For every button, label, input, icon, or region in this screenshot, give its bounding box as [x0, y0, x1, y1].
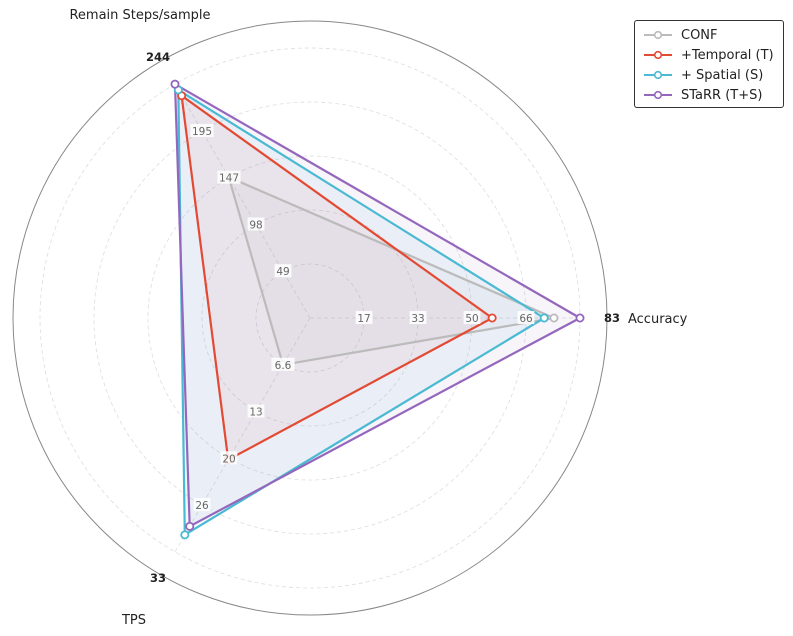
legend-swatch: [644, 70, 672, 80]
legend-swatch-marker: [653, 70, 663, 80]
series-3-point-3: [180, 530, 190, 540]
legend-swatch-marker: [653, 90, 663, 100]
tick-2-1: 49: [274, 264, 292, 278]
tick-label: 33: [411, 313, 424, 325]
grid-spoke-2: [174, 83, 311, 319]
tick-labels: 17 33 50 66 49 98 147 195 6.6 13 20 26: [190, 123, 535, 512]
axis-max-tps: 33: [150, 571, 166, 585]
series-area-4: [175, 84, 580, 527]
grid-spoke-3: [174, 317, 311, 553]
tick-1-3: 50: [463, 311, 481, 325]
legend-label: CONF: [681, 27, 718, 43]
axis-max-remain-steps: 244: [146, 50, 170, 64]
axis-max-accuracy: 83: [604, 311, 620, 325]
series-4-point-1: [575, 313, 585, 323]
legend-swatch: [644, 50, 672, 60]
legend-swatch: [644, 30, 672, 40]
axis-label-remain-steps: Remain Steps/sample: [69, 8, 210, 23]
legend-item-1: CONF: [643, 25, 783, 45]
series-3-point-1: [539, 313, 549, 323]
tick-2-2: 98: [247, 217, 265, 231]
legend-label: + Spatial (S): [681, 67, 764, 83]
legend-item-3: + Spatial (S): [643, 65, 783, 85]
tick-3-3: 20: [220, 451, 238, 465]
tick-label: 66: [519, 313, 533, 325]
tick-2-3: 147: [217, 170, 241, 185]
tick-1-1: 17: [355, 311, 373, 325]
series-4-point-3: [185, 521, 195, 531]
tick-label: 20: [222, 453, 235, 465]
tick-background: [517, 311, 535, 324]
tick-background: [355, 311, 373, 324]
legend-label: STaRR (T+S): [681, 87, 763, 103]
tick-3-4: 26: [193, 498, 211, 512]
tick-label: 6.6: [275, 360, 292, 372]
axis-label-accuracy: Accuracy: [628, 312, 688, 327]
series-areas: [175, 84, 580, 535]
tick-label: 26: [195, 500, 209, 512]
tick-background: [409, 311, 427, 324]
series-4-point-2: [170, 79, 180, 89]
tick-1-2: 33: [409, 311, 427, 325]
legend-swatch: [644, 90, 672, 100]
tick-background: [193, 498, 211, 512]
series-area-2: [181, 95, 493, 460]
tick-background: [220, 451, 238, 465]
legend-swatch-marker: [653, 30, 663, 40]
series-line-1: [227, 176, 556, 366]
legend-item-2: +Temporal (T): [643, 45, 783, 65]
tick-background: [463, 311, 481, 324]
legend-item-4: STaRR (T+S): [643, 85, 783, 105]
tick-2-4: 195: [190, 123, 214, 138]
series-2-point-1: [487, 313, 497, 323]
series-lines: [173, 83, 582, 536]
tick-label: 49: [276, 266, 289, 278]
tick-label: 17: [357, 313, 370, 325]
legend: CONF +Temporal (T) + Spatial (S) STaRR (T+S…: [634, 20, 784, 108]
series-line-4: [173, 83, 582, 528]
tick-background: [217, 170, 241, 184]
legend-swatch-marker: [653, 50, 663, 60]
axis-label-tps: TPS: [121, 613, 146, 628]
tick-label: 195: [192, 126, 212, 138]
tick-background: [274, 264, 292, 278]
tick-3-2: 13: [247, 404, 265, 419]
tick-background: [247, 404, 265, 418]
tick-background: [247, 217, 265, 231]
tick-label: 13: [249, 407, 262, 419]
legend-label: +Temporal (T): [681, 47, 774, 63]
tick-label: 147: [219, 173, 239, 185]
tick-3-1: 6.6: [271, 357, 295, 372]
tick-label: 98: [249, 219, 262, 231]
series-1-point-1: [549, 313, 559, 323]
series-line-2: [180, 94, 494, 461]
tick-background: [190, 123, 214, 137]
outer-frame: [12, 20, 608, 616]
tick-1-4: 66: [517, 311, 535, 325]
tick-label: 50: [465, 313, 478, 325]
tick-background: [271, 357, 295, 371]
